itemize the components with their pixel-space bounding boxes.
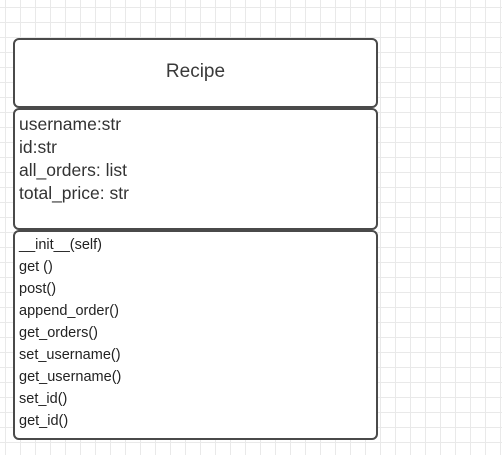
method-item: get () [19, 259, 53, 275]
method-item: get_id() [19, 413, 69, 429]
method-item: get_username() [19, 369, 122, 385]
method-item: set_id() [19, 391, 68, 407]
attributes-compartment[interactable]: username:str id:str all_orders: list tot… [13, 108, 378, 230]
class-header[interactable]: Recipe [13, 38, 378, 108]
method-item: post() [19, 281, 57, 297]
method-item: get_orders() [19, 325, 98, 341]
attribute-item: all_orders: list [19, 160, 127, 180]
attribute-item: total_price: str [19, 183, 129, 203]
methods-compartment[interactable]: __init__(self) get () post() append_orde… [13, 230, 378, 440]
class-name: Recipe [165, 61, 226, 82]
attribute-item: id:str [19, 137, 57, 157]
method-item: append_order() [19, 303, 119, 319]
method-item: set_username() [19, 347, 121, 363]
method-item: __init__(self) [19, 237, 103, 253]
attribute-item: username:str [19, 114, 122, 134]
